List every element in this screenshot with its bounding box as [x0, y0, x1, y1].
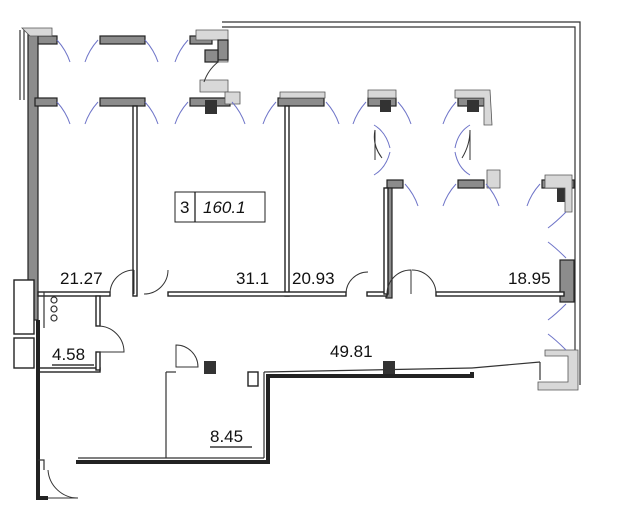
room-a-area: 21.27 — [60, 269, 103, 288]
terrace-outline — [19, 21, 581, 385]
loggia-walls — [385, 169, 579, 391]
balcony-doors — [203, 61, 471, 176]
apartment-badge: 3 160.1 — [174, 191, 266, 223]
hall-area: 49.81 — [330, 342, 373, 361]
total-area: 160.1 — [203, 198, 246, 217]
balcony-walls — [21, 27, 229, 321]
storage-area: 8.45 — [210, 427, 243, 446]
facade-walls — [34, 89, 493, 126]
room-b-area: 31.1 — [236, 269, 269, 288]
rooms-count: 3 — [180, 198, 189, 217]
bathroom-area: 4.58 — [52, 345, 85, 364]
hall-walls — [36, 320, 541, 500]
windows — [56, 39, 567, 351]
interior-walls — [37, 105, 565, 373]
room-d-area: 18.95 — [508, 269, 551, 288]
interior-doors — [47, 269, 437, 499]
bathroom-fixtures — [13, 279, 58, 369]
room-c-area: 20.93 — [292, 269, 335, 288]
room-labels: 21.27 31.1 20.93 18.95 4.58 49.81 8.45 — [52, 269, 551, 448]
